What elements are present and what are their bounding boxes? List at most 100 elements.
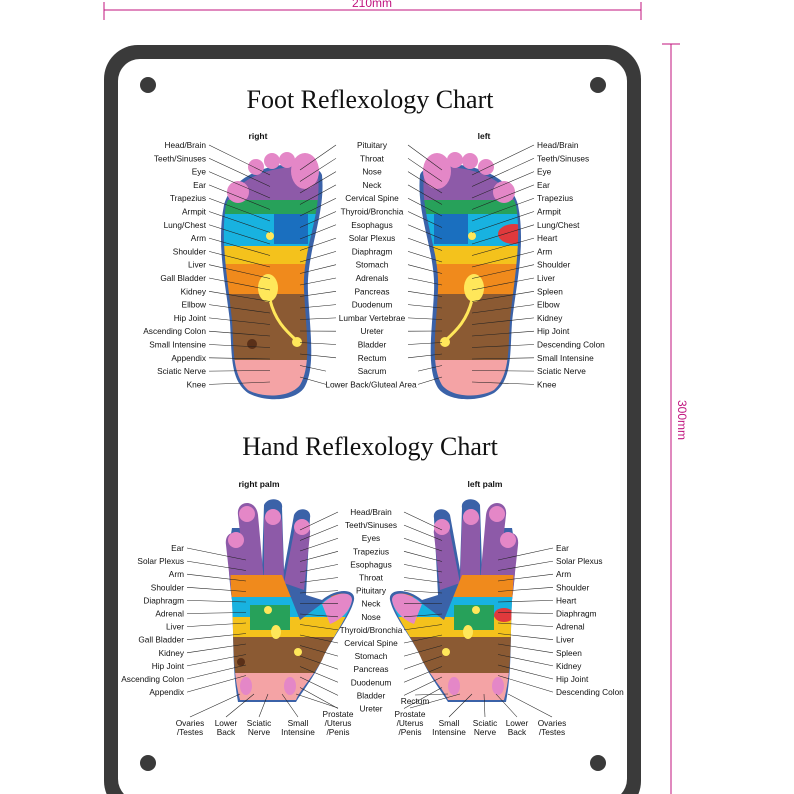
hand-left-side-label: Arm	[556, 569, 571, 579]
foot-chart-title: Foot Reflexology Chart	[247, 85, 495, 114]
foot-left-side-label: Eye	[537, 167, 552, 177]
foot-left-label: left	[478, 131, 491, 141]
hand-right-side-label: Solar Plexus	[137, 556, 184, 566]
hand-center-label: Eyes	[362, 533, 380, 543]
foot-center-label: Cervical Spine	[345, 193, 399, 203]
foot-center-label: Sacrum	[358, 366, 387, 376]
hand-right-side-label: Appendix	[149, 687, 184, 697]
hand-center-label: Teeth/Sinuses	[345, 520, 397, 530]
hand-center-label: Head/Brain	[350, 507, 392, 517]
mounting-hole-top-right	[590, 77, 606, 93]
foot-center-label: Pituitary	[357, 140, 388, 150]
foot-left-side-label: Heart	[537, 233, 558, 243]
foot-left-side-label: Teeth/Sinuses	[537, 153, 589, 163]
foot-right-side-label: Sciatic Nerve	[157, 366, 206, 376]
hand-bottom-right-label: SciaticNerve	[247, 718, 271, 737]
hand-bottom-right-label: Ovaries/Testes	[176, 718, 205, 737]
foot-right-side-label: Lung/Chest	[164, 220, 207, 230]
hand-center-label: Pancreas	[353, 664, 388, 674]
foot-right-label: right	[249, 131, 268, 141]
foot-left-side-label: Small Intensine	[537, 353, 594, 363]
foot-center-label: Neck	[363, 180, 383, 190]
foot-center-label: Lumbar Vertebrae	[339, 313, 406, 323]
foot-center-label: Ureter	[360, 326, 383, 336]
hand-bottom-left-label: Ovaries/Testes	[538, 718, 567, 737]
foot-right-side-label: Ear	[193, 180, 206, 190]
hand-bottom-right-label: Prostate/Uterus/Penis	[323, 709, 354, 737]
foot-center-label: Diaphragm	[352, 246, 393, 256]
hand-chart-title: Hand Reflexology Chart	[242, 432, 498, 461]
hand-right-side-label: Diaphragm	[143, 595, 184, 605]
hand-center-label: Neck	[362, 599, 382, 609]
foot-center-label: Stomach	[356, 260, 389, 270]
hand-bottom-right-label: LowerBack	[215, 718, 238, 737]
foot-right-side-label: Hip Joint	[174, 313, 207, 323]
right-foot-toe	[264, 153, 280, 169]
foot-left-side-label: Lung/Chest	[537, 220, 580, 230]
hand-center-label: Pituitary	[356, 586, 387, 596]
hand-left-side-label: Descending Colon	[556, 687, 624, 697]
hand-left-side-label: Shoulder	[556, 582, 589, 592]
height-dimension: 300mm	[662, 44, 689, 794]
foot-left-side-label: Kidney	[537, 313, 563, 323]
foot-center-label: Thyroid/Bronchia	[341, 207, 404, 217]
hand-left-side-label: Solar Plexus	[556, 556, 603, 566]
right-foot-solar-plexus-dot	[266, 232, 274, 240]
foot-right-side-label: Shoulder	[173, 246, 206, 256]
foot-right-side-label: Knee	[187, 379, 207, 389]
foot-left-side-label: Sciatic Nerve	[537, 366, 586, 376]
foot-left-side-label: Descending Colon	[537, 340, 605, 350]
foot-right-side-label: Eye	[192, 167, 207, 177]
foot-center-label: Adrenals	[356, 273, 389, 283]
foot-right-side-label: Ascending Colon	[143, 326, 206, 336]
width-dimension: 210mm	[104, 0, 641, 20]
foot-left-side-label: Liver	[537, 273, 555, 283]
foot-center-label: Bladder	[358, 340, 387, 350]
foot-left-side-label: Shoulder	[537, 260, 570, 270]
hand-left-label: left palm	[468, 479, 503, 489]
foot-left-side-label: Trapezius	[537, 193, 573, 203]
foot-left-side-label: Armpit	[537, 207, 562, 217]
hand-center-label: Bladder	[357, 690, 386, 700]
hand-right-side-label: Gall Bladder	[138, 635, 184, 645]
foot-right-side-label: Liver	[188, 260, 206, 270]
foot-right-side-label: Arm	[191, 233, 206, 243]
foot-left-side-label: Hip Joint	[537, 326, 570, 336]
hand-right-side-label: Adrenal	[155, 609, 184, 619]
foot-center-label: Lower Back/Gluteal Area	[325, 379, 417, 389]
foot-center-label: Rectum	[358, 353, 387, 363]
mounting-hole-bottom-left	[140, 755, 156, 771]
hand-right-side-label: Liver	[166, 622, 184, 632]
hand-right-side-label: Ascending Colon	[121, 674, 184, 684]
foot-right-side-label: Appendix	[171, 353, 206, 363]
hand-right-side-label: Hip Joint	[152, 661, 185, 671]
hand-center-label: Esophagus	[350, 559, 392, 569]
hand-bottom-left-label: Rectum	[401, 696, 430, 706]
hand-left-side-label: Liver	[556, 635, 574, 645]
hand-right-side-label: Arm	[169, 569, 184, 579]
height-dimension-label: 300mm	[675, 400, 689, 440]
hand-left-side-label: Kidney	[556, 661, 582, 671]
foot-right-side-label: Small Intensine	[149, 340, 206, 350]
foot-left-side-label: Elbow	[537, 300, 561, 310]
foot-center-label: Duodenum	[352, 300, 393, 310]
right-foot-toe	[248, 159, 264, 175]
hand-bottom-left-label: Prostate/Uterus/Penis	[395, 709, 426, 737]
foot-center-label: Nose	[362, 167, 382, 177]
foot-center-label: Esophagus	[351, 220, 393, 230]
hand-left-side-label: Diaphragm	[556, 609, 597, 619]
foot-right-side-label: Ellbow	[182, 300, 207, 310]
foot-right-side-label: Teeth/Sinuses	[154, 153, 206, 163]
width-dimension-label: 210mm	[352, 0, 392, 10]
mounting-hole-bottom-right	[590, 755, 606, 771]
foot-center-label: Throat	[360, 153, 385, 163]
hand-right-side-label: Ear	[171, 543, 184, 553]
right-foot-big-toe	[291, 153, 319, 189]
foot-right-side-label: Kidney	[181, 286, 207, 296]
mounting-hole-top-left	[140, 77, 156, 93]
hand-center-label: Nose	[361, 612, 381, 622]
hand-right-label: right palm	[238, 479, 280, 489]
hand-center-label: Stomach	[355, 651, 388, 661]
